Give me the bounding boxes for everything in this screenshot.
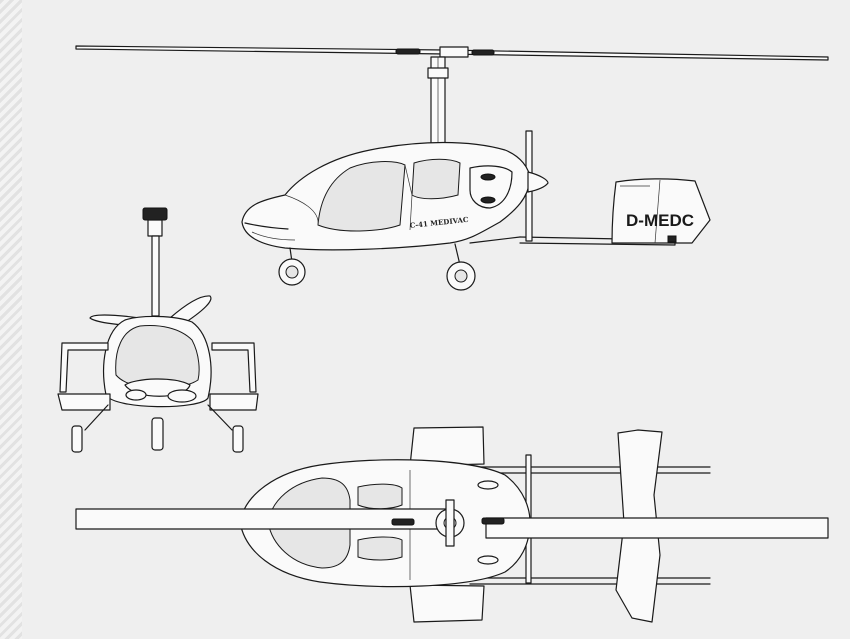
side-tail-fin — [611, 178, 711, 244]
side-rotor-blade — [75, 45, 829, 61]
side-fuselage — [241, 141, 549, 251]
registration-marking: D-MEDC — [626, 211, 694, 230]
top-tail-booms — [469, 466, 711, 585]
front-fuselage — [103, 315, 212, 408]
top-stub-wing-upper — [409, 426, 485, 467]
top-stub-wing-lower — [409, 584, 485, 623]
front-view — [57, 207, 259, 453]
front-landing-gear — [71, 404, 244, 453]
front-left-stabilizer — [57, 393, 111, 411]
front-right-fin — [211, 342, 257, 393]
front-rotor-mast — [142, 207, 168, 317]
front-left-fin — [59, 342, 109, 393]
front-right-stabilizer — [209, 393, 259, 411]
side-landing-gear — [278, 243, 476, 291]
top-view — [75, 426, 829, 623]
left-hatched-margin — [0, 0, 22, 639]
side-view: C-41 MEDIVAC D-MEDC — [75, 45, 829, 291]
top-rotor-blade — [75, 499, 829, 547]
